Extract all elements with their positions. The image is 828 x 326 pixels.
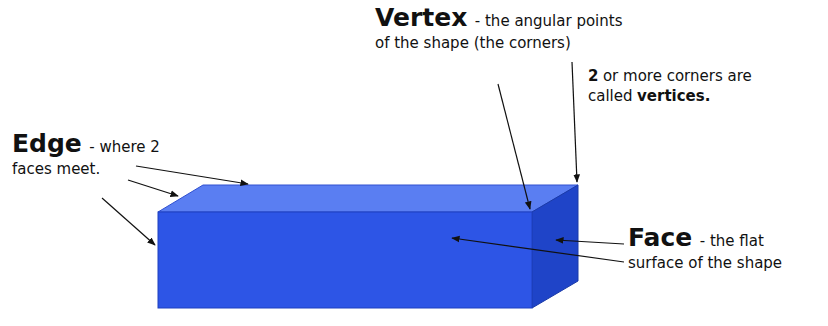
leader-line (572, 62, 577, 182)
label-group: Face- the flat surface of the shape (628, 222, 818, 273)
term-heading: Vertex (375, 3, 467, 32)
top-face (158, 185, 578, 212)
leader-line (102, 198, 155, 245)
front-face (158, 212, 532, 308)
leader-line (452, 238, 624, 262)
term-heading: Face (628, 223, 692, 252)
side-face (532, 185, 578, 308)
term-heading: Edge (12, 129, 82, 158)
label-group: Edge- where 2 faces meet. (12, 128, 162, 179)
leader-line (498, 84, 530, 209)
label-group: Vertex- the angular points of the shape … (375, 2, 630, 53)
label-group: 2or more corners are calledvertices. (588, 66, 824, 106)
note-term: vertices. (637, 87, 710, 105)
leader-line (136, 166, 248, 184)
leader-line (556, 240, 624, 244)
leader-line (128, 180, 178, 196)
note-number: 2 (588, 67, 598, 85)
